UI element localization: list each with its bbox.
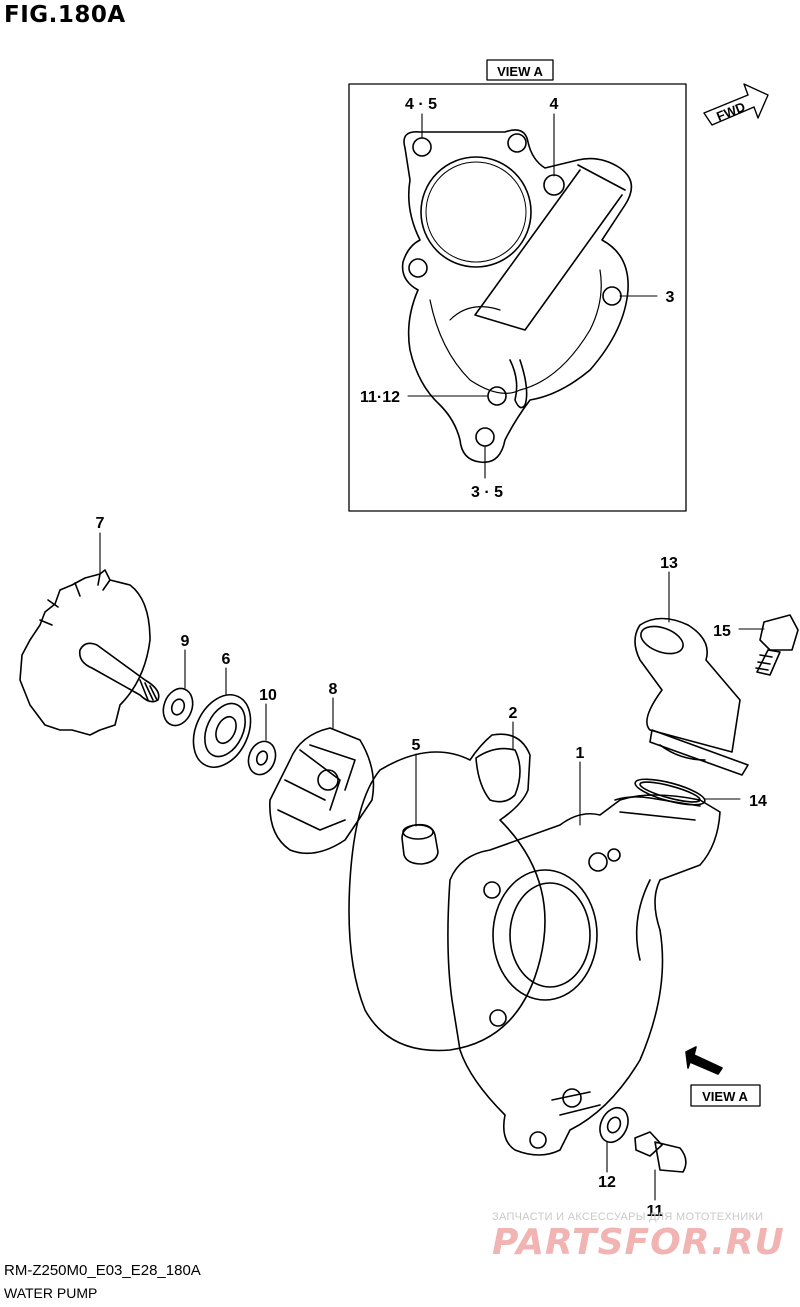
leader-lines — [99, 113, 765, 1201]
callout-part-10: 10 — [259, 687, 277, 704]
view-a-arrow-label: VIEW A — [702, 1089, 748, 1104]
part-14-o-ring — [634, 778, 706, 806]
callout-part-7: 8 — [329, 681, 338, 698]
fwd-arrow — [703, 83, 769, 126]
part-13-inlet-elbow — [634, 617, 749, 776]
pump-cover-outline — [401, 129, 633, 464]
callout-view-3: 3 — [666, 289, 675, 306]
callout-part-6: 6 — [222, 651, 231, 668]
part-1-pump-cover — [447, 794, 721, 1156]
fwd-label: FWD — [714, 99, 747, 124]
part-15-bolt — [755, 614, 799, 676]
view-a-box-label-frame — [486, 59, 554, 81]
watermark-logo: PARTSFOR.RU — [492, 1222, 785, 1263]
part-6-oil-seal — [192, 694, 252, 768]
callout-part-9: 9 — [181, 633, 190, 650]
callout-part-11: 11 — [647, 1203, 664, 1220]
figure-subtitle: WATER PUMP — [4, 1285, 98, 1301]
part-2-gasket — [348, 733, 546, 1052]
callout-part-12: 12 — [598, 1174, 616, 1191]
callout-view-11-12: 11·12 — [360, 389, 400, 406]
watermark-tagline: ЗАПЧАСТИ И АКСЕССУАРЫ ДЛЯ МОТОТЕХНИКИ — [492, 1211, 764, 1223]
callout-part-2: 2 — [509, 705, 518, 722]
part-12-washer — [599, 1106, 629, 1144]
callout-part-5: 5 — [412, 737, 421, 754]
figure-title: FIG.180A — [4, 2, 126, 28]
part-7-impeller — [269, 727, 375, 855]
part-9-washer — [162, 687, 194, 727]
callout-part-15: 15 — [713, 623, 731, 640]
callout-part-8: 7 — [96, 515, 105, 532]
callout-part-1: 1 — [576, 745, 585, 762]
part-11-bolt — [634, 1131, 687, 1173]
part-8-pump-gear — [19, 569, 160, 736]
callout-view-4-5: 4 · 5 — [405, 96, 437, 113]
part-5-dowel-pin — [401, 823, 439, 865]
view-a-arrow — [685, 1046, 761, 1107]
callout-part-13: 13 — [660, 555, 678, 572]
callout-view-3-5: 3 · 5 — [471, 484, 503, 501]
figure-code: RM-Z250M0_E03_E28_180A — [4, 1262, 201, 1279]
part-10-washer — [247, 740, 277, 776]
view-a-box-label: VIEW A — [497, 64, 543, 79]
callout-view-4: 4 — [550, 96, 559, 113]
view-a-box — [348, 83, 687, 512]
callout-part-14: 14 — [749, 793, 767, 810]
